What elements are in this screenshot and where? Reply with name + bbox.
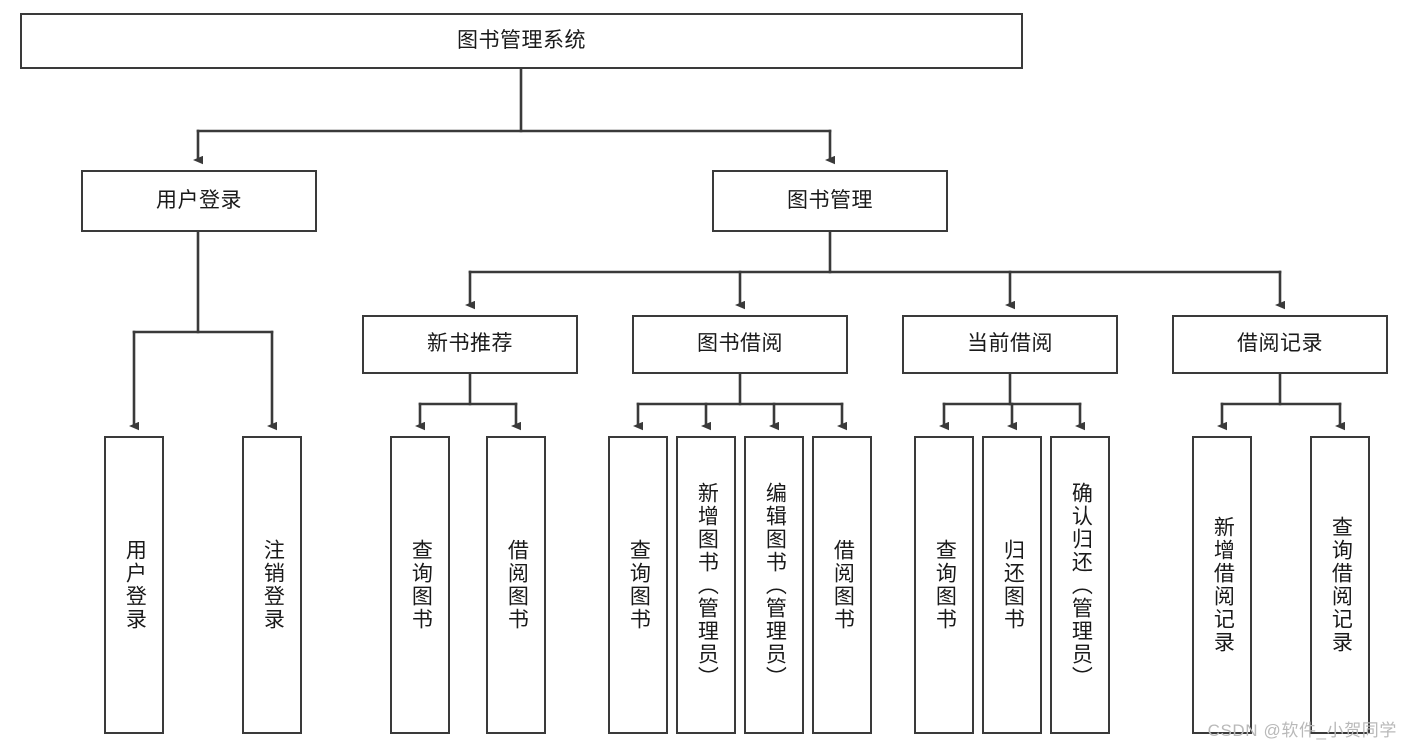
leaf-query-borrow-record[interactable]: 查询借阅记录 bbox=[1310, 436, 1370, 734]
node-label: 查询借阅记录 bbox=[1329, 516, 1353, 654]
node-label: 查询图书 bbox=[933, 539, 957, 631]
leaf-logout[interactable]: 注销登录 bbox=[242, 436, 302, 734]
node-label: 当前借阅 bbox=[967, 332, 1053, 356]
leaf-add-borrow-record[interactable]: 新增借阅记录 bbox=[1192, 436, 1252, 734]
node-label: 借阅记录 bbox=[1237, 332, 1323, 356]
node-book-management[interactable]: 图书管理 bbox=[712, 170, 948, 232]
leaf-confirm-return-admin[interactable]: 确认归还（管理员） bbox=[1050, 436, 1110, 734]
node-root-system[interactable]: 图书管理系统 bbox=[20, 13, 1023, 69]
node-book-borrow[interactable]: 图书借阅 bbox=[632, 315, 848, 374]
node-label: 新增图书（管理员） bbox=[695, 481, 719, 689]
leaf-query-book-borrow[interactable]: 查询图书 bbox=[608, 436, 668, 734]
node-label: 注销登录 bbox=[261, 539, 285, 631]
node-label: 借阅图书 bbox=[505, 539, 529, 631]
leaf-return-book[interactable]: 归还图书 bbox=[982, 436, 1042, 734]
leaf-borrow-book[interactable]: 借阅图书 bbox=[812, 436, 872, 734]
node-label: 查询图书 bbox=[409, 539, 433, 631]
node-label: 图书管理系统 bbox=[457, 28, 586, 52]
node-label: 图书借阅 bbox=[697, 332, 783, 356]
leaf-query-book-current[interactable]: 查询图书 bbox=[914, 436, 974, 734]
node-label: 确认归还（管理员） bbox=[1069, 481, 1093, 689]
node-label: 用户登录 bbox=[123, 539, 147, 631]
node-label: 新增借阅记录 bbox=[1211, 516, 1235, 654]
leaf-add-book-admin[interactable]: 新增图书（管理员） bbox=[676, 436, 736, 734]
node-label: 图书管理 bbox=[787, 188, 873, 212]
watermark-text: CSDN @软件_小贺同学 bbox=[1207, 721, 1397, 740]
node-label: 借阅图书 bbox=[831, 539, 855, 631]
node-label: 查询图书 bbox=[627, 539, 651, 631]
leaf-user-login[interactable]: 用户登录 bbox=[104, 436, 164, 734]
leaf-edit-book-admin[interactable]: 编辑图书（管理员） bbox=[744, 436, 804, 734]
node-label: 新书推荐 bbox=[427, 332, 513, 356]
leaf-query-book-recommend[interactable]: 查询图书 bbox=[390, 436, 450, 734]
node-label: 归还图书 bbox=[1001, 539, 1025, 631]
node-label: 编辑图书（管理员） bbox=[763, 481, 787, 689]
leaf-borrow-book-recommend[interactable]: 借阅图书 bbox=[486, 436, 546, 734]
node-new-book-recommend[interactable]: 新书推荐 bbox=[362, 315, 578, 374]
node-user-login[interactable]: 用户登录 bbox=[81, 170, 317, 232]
node-current-borrow[interactable]: 当前借阅 bbox=[902, 315, 1118, 374]
node-borrow-record[interactable]: 借阅记录 bbox=[1172, 315, 1388, 374]
node-label: 用户登录 bbox=[156, 188, 242, 212]
